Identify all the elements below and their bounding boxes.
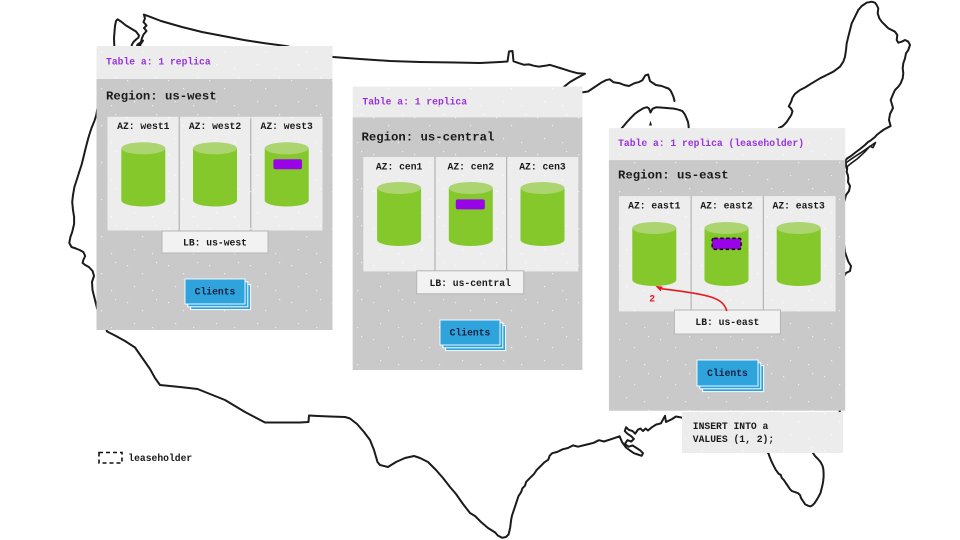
svg-text:LB: us-central: LB: us-central [430, 278, 512, 289]
svg-text:leaseholder: leaseholder [128, 453, 192, 464]
svg-text:2: 2 [649, 293, 655, 304]
svg-text:Clients: Clients [195, 287, 236, 298]
svg-text:VALUES (1, 2);: VALUES (1, 2); [693, 434, 774, 445]
svg-text:LB: us-east: LB: us-east [695, 317, 759, 328]
svg-text:Clients: Clients [707, 368, 748, 379]
svg-text:INSERT INTO a: INSERT INTO a [693, 421, 769, 432]
svg-text:Clients: Clients [450, 328, 491, 339]
svg-text:LB: us-west: LB: us-west [183, 238, 247, 249]
